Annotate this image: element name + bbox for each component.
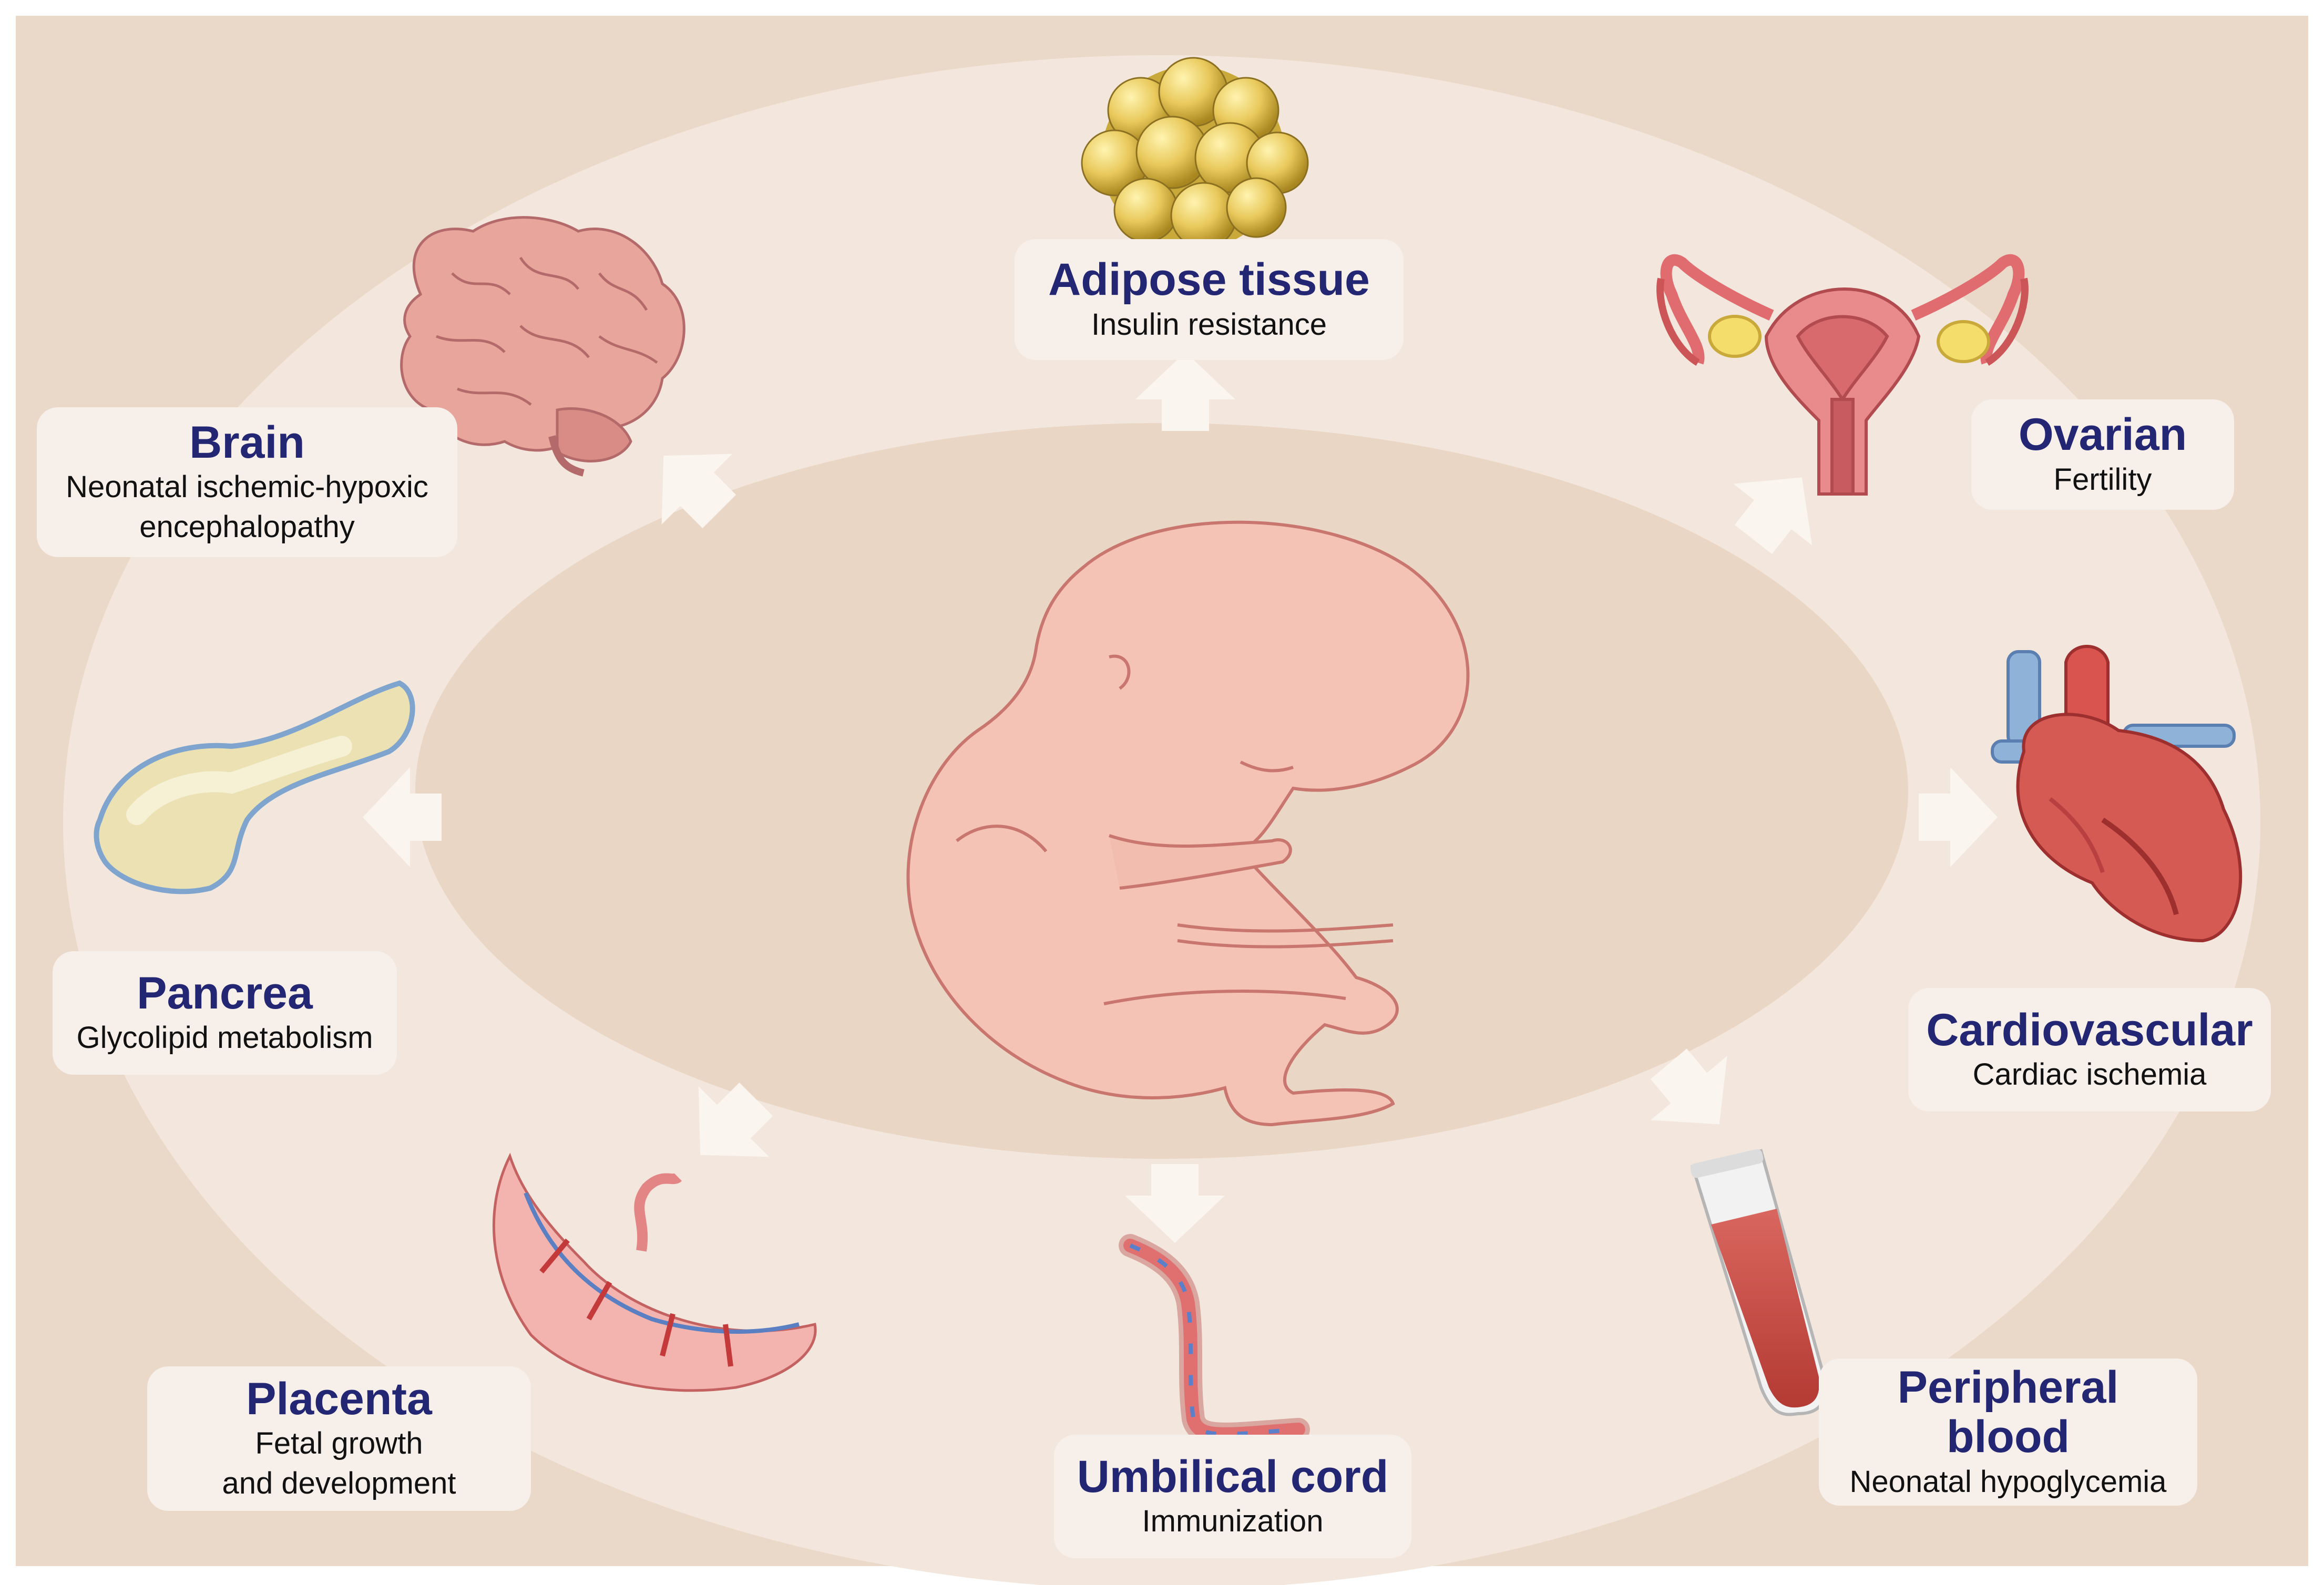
brain-subtitle-line1: Neonatal ischemic-hypoxic	[66, 470, 428, 505]
peripheral-blood-subtitle: Neonatal hypoglycemia	[1849, 1464, 2167, 1499]
brain-title: Brain	[189, 417, 305, 468]
placenta-icon	[492, 1152, 817, 1392]
uterus-ovaries-icon	[1656, 254, 2029, 496]
label-pancreas: Pancrea Glycolipid metabolism	[53, 951, 397, 1075]
label-umbilical-cord: Umbilical cord Immunization	[1054, 1435, 1411, 1558]
brain-icon	[400, 216, 685, 477]
cardiovascular-subtitle: Cardiac ischemia	[1972, 1057, 2207, 1092]
label-adipose-tissue: Adipose tissue Insulin resistance	[1015, 239, 1404, 360]
pancreas-subtitle: Glycolipid metabolism	[76, 1021, 373, 1055]
label-brain: Brain Neonatal ischemic-hypoxic encephal…	[37, 407, 457, 557]
label-peripheral-blood: Peripheral blood Neonatal hypoglycemia	[1819, 1358, 2197, 1506]
umbilical-cord-title: Umbilical cord	[1077, 1451, 1389, 1502]
label-ovarian: Ovarian Fertility	[1971, 399, 2234, 510]
heart-icon	[1991, 645, 2243, 943]
placenta-title: Placenta	[246, 1373, 432, 1424]
adipose-tissue-icon	[1081, 57, 1309, 250]
adipose-tissue-subtitle: Insulin resistance	[1091, 307, 1327, 342]
label-placenta: Placenta Fetal growth and development	[147, 1366, 531, 1511]
ovarian-title: Ovarian	[2018, 409, 2187, 460]
label-cardiovascular: Cardiovascular Cardiac ischemia	[1908, 988, 2271, 1111]
brain-subtitle-line2: encephalopathy	[139, 509, 355, 544]
placenta-subtitle-line2: and development	[222, 1466, 456, 1500]
adipose-tissue-title: Adipose tissue	[1048, 254, 1370, 305]
ovarian-subtitle: Fertility	[2053, 462, 2152, 497]
cardiovascular-title: Cardiovascular	[1926, 1004, 2253, 1055]
pancreas-title: Pancrea	[137, 968, 313, 1018]
umbilical-cord-subtitle: Immunization	[1142, 1504, 1324, 1539]
placenta-subtitle-line1: Fetal growth	[255, 1426, 423, 1461]
fetus-illustration	[906, 520, 1470, 1127]
pancreas-icon	[94, 680, 415, 894]
umbilical-cord-icon	[1119, 1234, 1310, 1446]
peripheral-blood-title: Peripheral blood	[1897, 1362, 2119, 1463]
